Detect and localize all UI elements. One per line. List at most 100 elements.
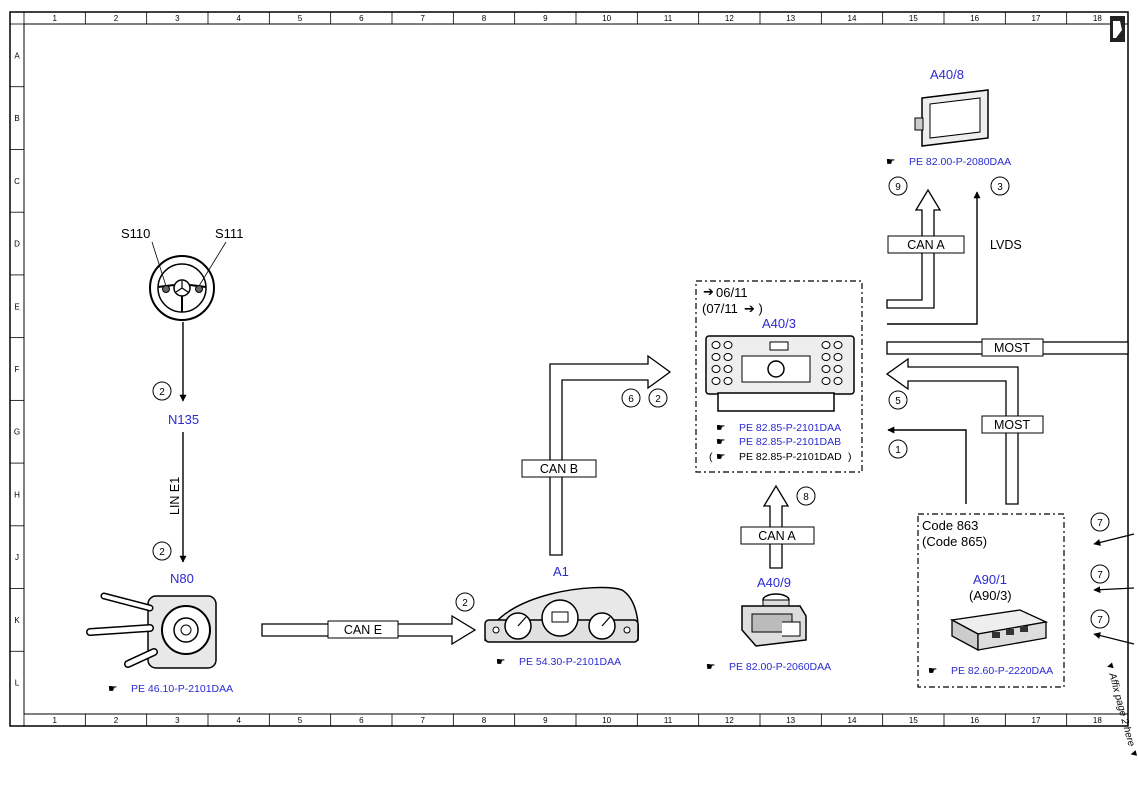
svg-text:PE 82.85-P-2101DAD: PE 82.85-P-2101DAD: [739, 451, 842, 463]
manual-ref-icon: ☛: [716, 436, 725, 448]
ref-a90[interactable]: ☛ PE 82.60-P-2220DAA: [928, 665, 1053, 677]
column-label-6-bottom: 6: [359, 716, 364, 725]
ref-a1[interactable]: ☛ PE 54.30-P-2101DAA: [496, 656, 621, 668]
svg-text:7: 7: [1097, 615, 1103, 626]
row-label-H: H: [14, 490, 20, 499]
row-label-L: L: [15, 679, 20, 688]
manual-ref-icon: ☛: [886, 156, 895, 168]
marker-2-lin: 2: [152, 541, 172, 561]
svg-text:06/11: 06/11: [716, 285, 748, 300]
svg-text:PE 82.85-P-2101DAB: PE 82.85-P-2101DAB: [739, 436, 841, 448]
bus-most-top: MOST: [886, 338, 1129, 357]
svg-text:3: 3: [997, 182, 1003, 193]
row-label-J: J: [15, 553, 19, 562]
bus-lin-e1: LIN E1: [168, 477, 182, 515]
column-label-16-top: 16: [970, 14, 979, 23]
svg-text:MOST: MOST: [994, 418, 1030, 432]
svg-text:➔ ): ➔ ): [744, 301, 763, 316]
marker-5: 5: [888, 390, 908, 410]
svg-text:➔: ➔: [703, 284, 714, 299]
column-label-11-top: 11: [664, 14, 673, 23]
svg-text:7: 7: [1097, 570, 1103, 581]
ref-a40-3-1[interactable]: ☛ PE 82.85-P-2101DAA: [716, 422, 841, 434]
marker-1: 1: [888, 439, 908, 459]
column-label-11-bottom: 11: [664, 716, 673, 725]
svg-text:PE 82.60-P-2220DAA: PE 82.60-P-2220DAA: [951, 665, 1053, 677]
row-label-E: E: [14, 302, 19, 311]
line-1: [887, 426, 967, 504]
column-label-8-bottom: 8: [482, 716, 487, 725]
manual-ref-icon: ☛: [496, 656, 505, 668]
column-label-12-bottom: 12: [725, 716, 734, 725]
a90-dashed-box: [917, 513, 1065, 688]
ref-n80[interactable]: ☛ PE 46.10-P-2101DAA: [108, 683, 233, 695]
column-label-8-top: 8: [482, 14, 487, 23]
column-label-9-top: 9: [543, 14, 548, 23]
column-label-10-top: 10: [602, 14, 611, 23]
column-label-3-bottom: 3: [175, 716, 180, 725]
column-label-14-top: 14: [848, 14, 857, 23]
column-label-1-bottom: 1: [52, 716, 57, 725]
label-a40-3: A40/3: [762, 316, 796, 331]
column-label-6-top: 6: [359, 14, 364, 23]
row-label-G: G: [14, 428, 20, 437]
marker-6: 6: [621, 388, 641, 408]
column-label-15-bottom: 15: [909, 716, 918, 725]
svg-text:1: 1: [895, 445, 901, 456]
column-rulers: 1122334455667788991010111112121313141415…: [23, 12, 1102, 726]
bus-can-a-top: CAN A: [886, 188, 965, 309]
controller-icon: [741, 593, 807, 647]
bus-can-b: CAN B: [521, 354, 672, 556]
column-label-5-bottom: 5: [298, 716, 303, 725]
label-a1: A1: [553, 564, 569, 579]
column-label-13-bottom: 13: [786, 716, 795, 725]
marker-2-can-e: 2: [455, 592, 475, 612]
label-a90-3: (A90/3): [969, 588, 1012, 603]
svg-text:): ): [848, 451, 852, 463]
manual-ref-icon: ☛: [108, 683, 117, 695]
column-label-4-top: 4: [236, 14, 241, 23]
svg-text:MOST: MOST: [994, 341, 1030, 355]
marker-8: 8: [796, 486, 816, 506]
column-label-10-bottom: 10: [602, 716, 611, 725]
display-icon: [914, 89, 989, 147]
label-n80: N80: [170, 571, 194, 586]
svg-text:2: 2: [462, 598, 468, 609]
a40-3-dashed-box: [695, 280, 863, 473]
svg-text:9: 9: [895, 182, 901, 193]
row-label-K: K: [14, 616, 20, 625]
a90-code-865: (Code 865): [922, 534, 987, 549]
column-label-13-top: 13: [786, 14, 795, 23]
line-lvds: [887, 191, 981, 325]
marker-9: 9: [888, 176, 908, 196]
row-label-C: C: [14, 177, 20, 186]
svg-text:CAN E: CAN E: [344, 623, 382, 637]
ref-a40-3-3[interactable]: ( ☛ PE 82.85-P-2101DAD ): [709, 451, 852, 463]
svg-text:2: 2: [159, 547, 165, 558]
column-label-7-top: 7: [420, 14, 425, 23]
bus-can-e: CAN E: [261, 614, 477, 646]
ref-a40-8[interactable]: ☛ PE 82.00-P-2080DAA: [886, 156, 1011, 168]
column-label-3-top: 3: [175, 14, 180, 23]
label-a40-9: A40/9: [757, 575, 791, 590]
svg-text:(: (: [709, 451, 713, 463]
tuner-module-icon: [949, 609, 1049, 652]
svg-text:2: 2: [159, 387, 165, 398]
label-n135: N135: [168, 412, 199, 427]
a40-3-validity-from: ➔ 06/11: [703, 284, 748, 300]
ref-a40-3-2[interactable]: ☛ PE 82.85-P-2101DAB: [716, 436, 841, 448]
column-label-17-top: 17: [1032, 14, 1041, 23]
marker-7-b: 7: [1090, 564, 1110, 584]
row-label-A: A: [14, 51, 20, 60]
bus-can-a-bottom: CAN A: [740, 484, 815, 569]
column-label-7-bottom: 7: [420, 716, 425, 725]
ref-a40-9[interactable]: ☛ PE 82.00-P-2060DAA: [706, 661, 831, 673]
manual-ref-icon: ☛: [928, 665, 937, 677]
page-tab-icon: [1110, 16, 1125, 42]
marker-2-steering: 2: [152, 381, 172, 401]
svg-text:PE 82.00-P-2080DAA: PE 82.00-P-2080DAA: [909, 156, 1011, 168]
a40-3-validity-until: (07/11 ➔ ): [702, 301, 763, 316]
marker-2-can-b: 2: [648, 388, 668, 408]
